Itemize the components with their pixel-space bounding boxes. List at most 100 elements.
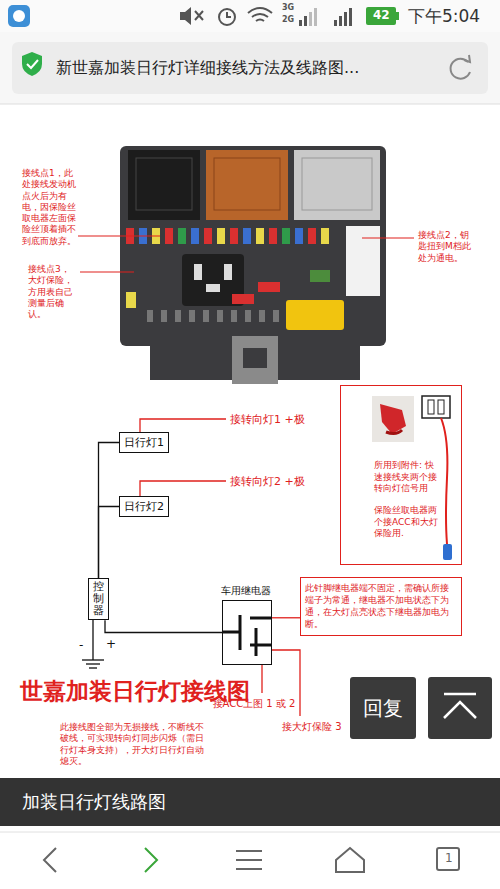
fuse-row — [308, 228, 316, 244]
fuse-row — [175, 310, 181, 322]
fuse-row — [217, 228, 225, 244]
scroll-top-button — [428, 677, 492, 739]
status-bar — [195, 11, 203, 20]
fuse-row — [259, 310, 265, 322]
fuse-box-photo — [302, 158, 372, 210]
lamp-box: 日行灯2 — [119, 496, 169, 517]
fuse-box-photo — [294, 150, 380, 220]
note-box: 此针脚继电器端不固定，需确认所接端子为常通，继电器不加电状态下为通，在大灯点亮状… — [300, 577, 462, 636]
network-type: 2G — [282, 15, 294, 24]
fuse-row — [189, 310, 195, 322]
callout-note: 接线点2，钥匙扭到M档此处为通电。 — [418, 230, 472, 264]
wire — [99, 507, 120, 579]
security-shield — [27, 60, 38, 68]
fuse-row — [273, 310, 279, 322]
ground-symbol — [92, 620, 93, 660]
refresh-icon — [464, 55, 470, 62]
address-bar-ground — [0, 32, 500, 104]
refresh-icon — [451, 59, 470, 79]
status-bar — [396, 12, 399, 20]
nav-bar — [44, 848, 56, 872]
fuse-box-photo — [243, 348, 267, 368]
fuse-box-photo — [224, 264, 232, 280]
accessory-illustration — [438, 400, 444, 414]
status-bar — [248, 8, 272, 21]
address-bar-ground — [0, 32, 500, 104]
wire — [99, 443, 120, 579]
clock: 下午5:04 — [408, 5, 480, 28]
footnote: 此接线图全部为无损接线，不断线不破线，可实现转向灯同步闪烁（需日行灯本身支持），… — [60, 722, 204, 768]
fuse-row — [231, 310, 237, 322]
fuse-box-photo — [120, 146, 386, 384]
security-shield — [22, 52, 42, 76]
fuse-box-photo — [214, 158, 280, 210]
box-text: 加装日行灯线路图 — [22, 778, 500, 826]
status-bar — [334, 20, 337, 26]
address-bar: 新世嘉加装日行灯详细接线方法及线路图... — [12, 42, 488, 94]
fuse-row — [269, 228, 277, 244]
fuse-row — [147, 310, 153, 322]
security-shield — [22, 52, 42, 76]
fuse-row — [204, 228, 212, 244]
ground-symbol — [82, 620, 104, 668]
fuse-box-photo — [232, 336, 278, 384]
fuse-box-photo — [232, 294, 254, 304]
fuse-row — [245, 310, 251, 322]
status-bar — [339, 16, 342, 26]
polarity-mark: - — [79, 638, 83, 652]
section-band: 加装日行灯线路图 — [0, 778, 500, 826]
accessory-illustration — [372, 396, 414, 442]
status-bar — [314, 8, 317, 26]
box-text: 新世嘉加装日行灯详细接线方法及线路图... — [56, 42, 488, 94]
status-bar — [304, 16, 307, 26]
fuse-row — [191, 228, 199, 244]
fuse-box-photo — [206, 284, 220, 292]
accessory-illustration — [372, 396, 452, 560]
wire-label: 接ACC上图 1 或 2 — [212, 697, 296, 710]
fuse-row — [178, 228, 186, 244]
leader-line — [78, 236, 414, 272]
accessory-callout: 所用到附件: 快速接线夹两个接转向灯信号用保险丝取电器两个接ACC和大灯保险用. — [340, 385, 462, 565]
nav-bar — [336, 848, 364, 872]
accessory-illustration — [441, 418, 447, 544]
leader-line — [78, 235, 160, 236]
polarity-mark: + — [106, 637, 116, 651]
fuse-row — [203, 310, 209, 322]
callout-note: 接线点1，此处接线发动机点火后为有电，因保险丝取电器左面保险丝顶着插不到底而放弃… — [22, 168, 76, 247]
box-heading: 车用继电器 — [221, 584, 271, 598]
fuse-row — [282, 228, 290, 244]
fuse-box-photo — [194, 264, 202, 280]
fuse-box-photo — [136, 158, 192, 210]
controller-box: 控制器 — [88, 578, 109, 620]
scroll-top-button — [444, 694, 476, 718]
box-body: 保险丝取电器两个接ACC和大灯保险用. — [374, 505, 440, 540]
fuse-row — [243, 228, 251, 244]
fuse-row — [295, 228, 303, 244]
box-text: 此针脚继电器端不固定，需确认所接端子为常通，继电器不加电状态下为通，在大灯点亮状… — [305, 582, 457, 631]
turn-signal-wire — [140, 481, 226, 496]
status-bar — [219, 9, 235, 25]
box-text: 日行灯1 — [124, 435, 164, 450]
relay-contacts — [222, 631, 240, 634]
fuse-box-photo — [258, 282, 280, 292]
leader-line — [362, 237, 414, 238]
nav-bar — [437, 848, 459, 870]
ground-symbol — [82, 659, 104, 660]
accessory-illustration — [386, 430, 402, 434]
status-bar — [366, 7, 396, 25]
nav-bar — [236, 851, 262, 869]
turn-signal-wire — [140, 419, 300, 716]
status-bar — [309, 12, 312, 26]
reply-button: 回复 — [350, 677, 416, 739]
relay-contacts — [222, 615, 272, 656]
accessory-illustration — [443, 544, 452, 560]
status-bar — [227, 12, 231, 17]
fuse-row — [230, 228, 238, 244]
status-bar — [8, 5, 30, 27]
nav-bar — [0, 832, 500, 889]
wire-label: 接转向灯1 +极 — [230, 412, 305, 427]
box-text: 所用到附件: 快速接线夹两个接转向灯信号用 — [374, 460, 440, 495]
